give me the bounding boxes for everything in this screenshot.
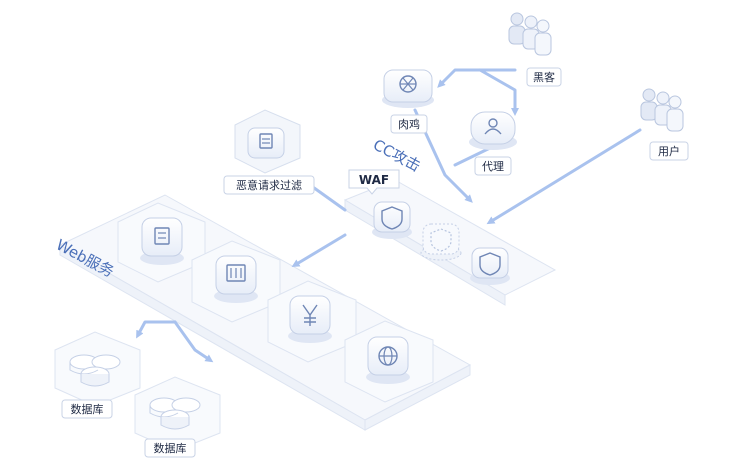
database-node-1 [54, 331, 141, 407]
svg-text:恶意请求过滤: 恶意请求过滤 [236, 178, 302, 192]
svg-text:代理: 代理 [482, 160, 504, 173]
waf-label: WAF [348, 169, 400, 195]
server-rack-icon [226, 264, 246, 282]
document-icon [154, 227, 170, 245]
user-label: 用户 [649, 141, 689, 161]
user-group-icon [640, 88, 684, 132]
web-node-document [117, 202, 206, 283]
filter-node [234, 109, 301, 174]
svg-text:用户: 用户 [658, 144, 680, 158]
zombie-node [382, 69, 434, 108]
web-node-server [191, 240, 281, 323]
db1-label: 数据库 [61, 399, 113, 419]
database-node-2 [134, 376, 221, 452]
cc-attack-caption: CC攻击 [370, 136, 423, 176]
waf-shield-node-3 [470, 247, 510, 285]
proxy-node [469, 111, 517, 150]
web-node-globe [344, 320, 434, 403]
waf-shield-node-2 [420, 223, 462, 261]
proxy-label: 代理 [474, 156, 512, 176]
person-icon [484, 118, 502, 135]
web-node-currency [267, 280, 357, 363]
shield-icon [381, 206, 403, 230]
waf-shield-node-1 [372, 201, 412, 239]
svg-text:黑客: 黑客 [533, 70, 555, 84]
filter-label: 恶意请求过滤 [223, 175, 315, 195]
document-icon [259, 133, 273, 149]
db2-label: 数据库 [144, 438, 196, 458]
svg-text:数据库: 数据库 [154, 441, 187, 455]
svg-text:WAF: WAF [359, 173, 389, 187]
hexagon-cluster-icon [149, 397, 201, 430]
shield-outline-icon [430, 228, 452, 252]
hacker-label: 黑客 [526, 67, 562, 87]
globe-icon [399, 75, 417, 93]
svg-text:数据库: 数据库 [71, 402, 104, 416]
zombie-label: 肉鸡 [390, 114, 428, 134]
yen-icon [302, 304, 318, 326]
hexagon-cluster-icon [69, 354, 121, 387]
hacker-group-icon [508, 12, 552, 56]
svg-text:肉鸡: 肉鸡 [398, 117, 420, 131]
globe-icon [378, 346, 398, 366]
shield-icon [479, 252, 501, 276]
